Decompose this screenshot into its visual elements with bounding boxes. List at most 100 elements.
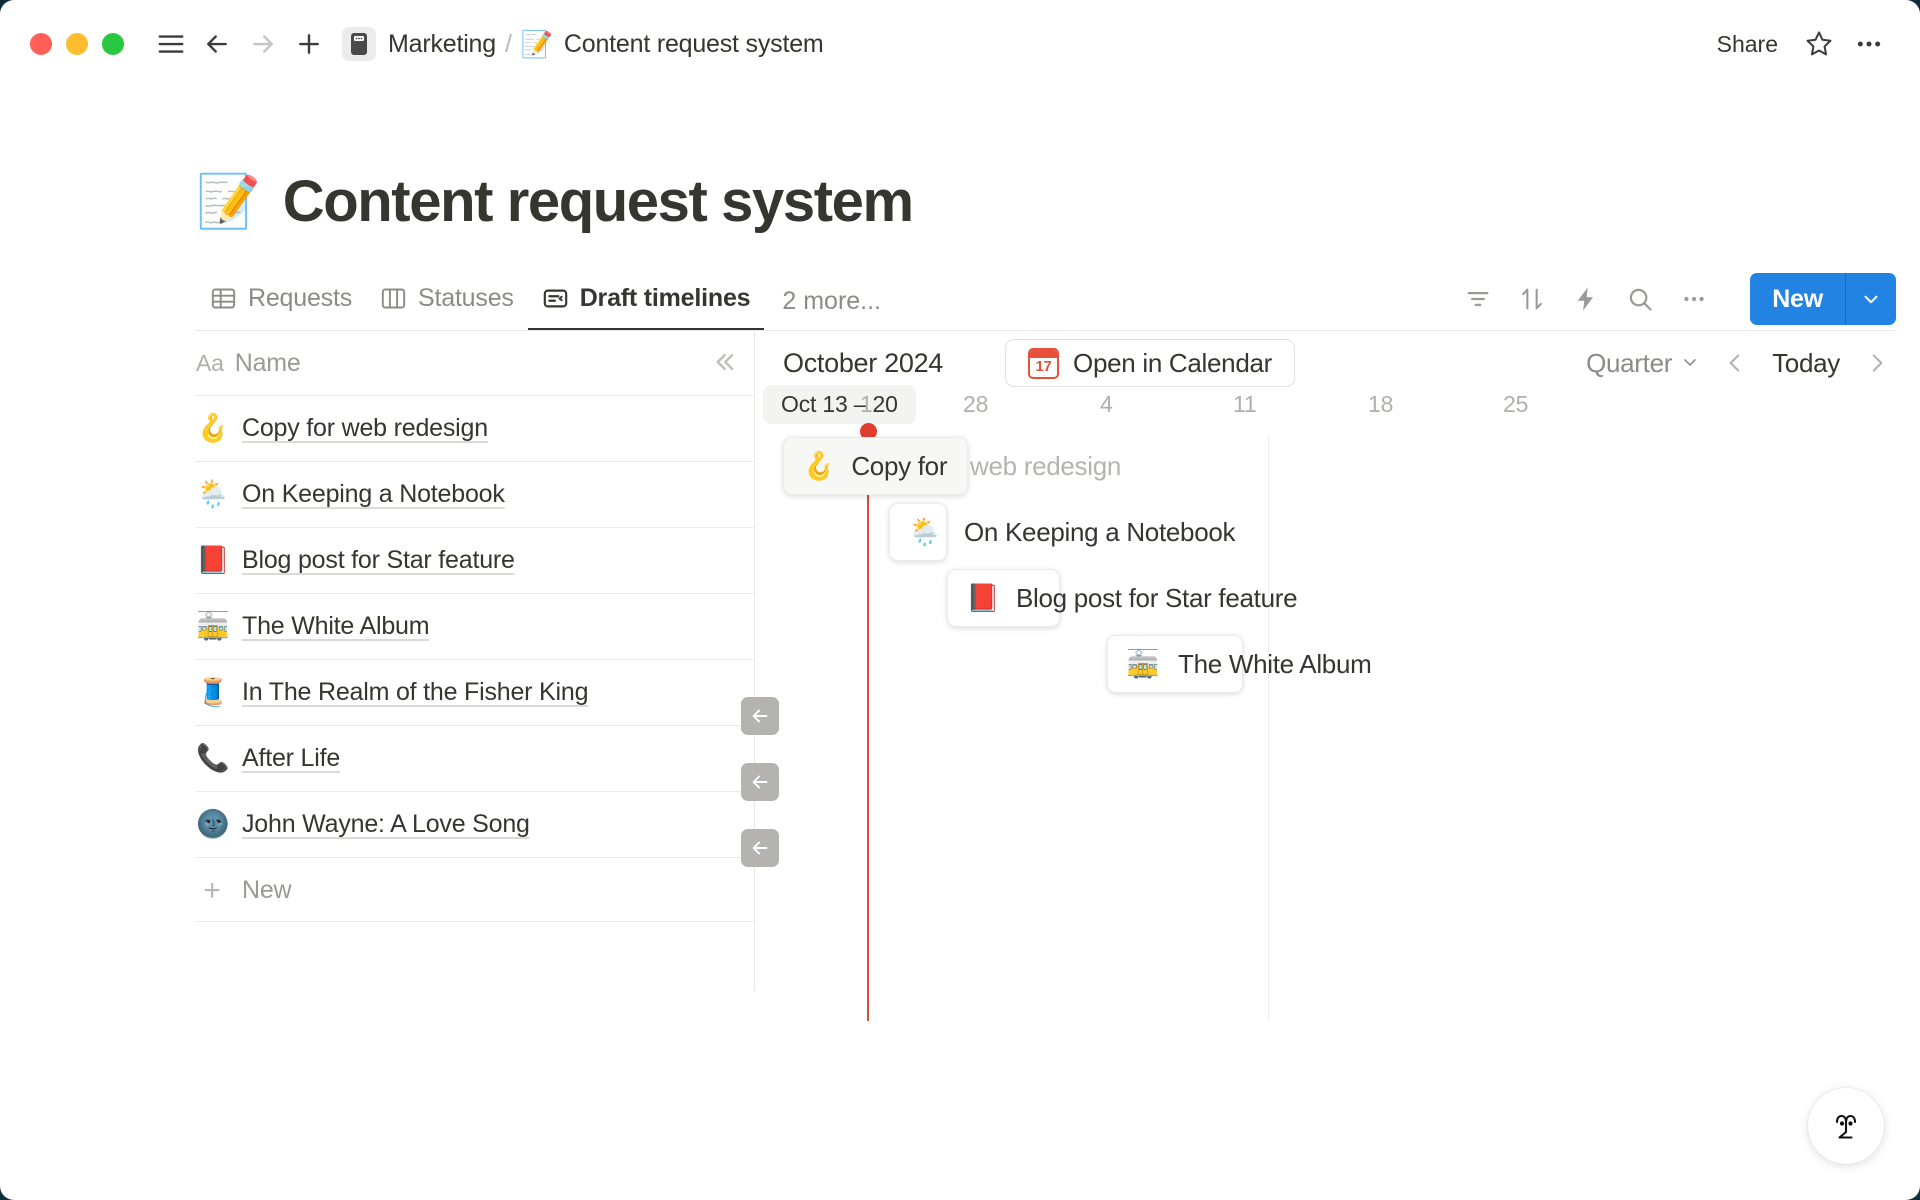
tab-label: Statuses: [418, 284, 514, 312]
close-window-button[interactable]: [30, 33, 52, 55]
list-item[interactable]: 🧵 In The Realm of the Fisher King: [196, 659, 754, 725]
breadcrumb-separator: /: [504, 29, 512, 58]
today-button[interactable]: Today: [1772, 347, 1840, 378]
tabs-more-button[interactable]: 2 more...: [782, 287, 882, 315]
chevrons-left-icon[interactable]: [694, 337, 754, 387]
hamburger-icon[interactable]: [148, 21, 194, 67]
breadcrumb-parent[interactable]: Marketing: [388, 29, 496, 58]
tab-label: Requests: [248, 284, 353, 312]
row-name[interactable]: On Keeping a Notebook: [242, 480, 505, 508]
chevron-down-icon[interactable]: [1846, 273, 1896, 325]
star-icon[interactable]: [1796, 21, 1842, 67]
arrow-left-icon: [752, 709, 768, 723]
list-item[interactable]: 🪝 Copy for web redesign: [196, 395, 754, 461]
search-icon[interactable]: [1618, 277, 1662, 321]
view-tabs-bar: Requests Statuses: [196, 272, 1896, 331]
row-emoji: 🌚: [196, 809, 230, 839]
arrow-left-icon: [752, 775, 768, 789]
breadcrumb-current[interactable]: Content request system: [563, 29, 824, 58]
bar-emoji: 🪝: [802, 450, 836, 481]
table-icon: [210, 285, 237, 312]
row-name[interactable]: After Life: [242, 744, 341, 772]
ruler-tick-current[interactable]: Oct 13 – 20: [763, 385, 916, 424]
chevron-right-icon[interactable]: [1856, 342, 1898, 384]
timeline-bar[interactable]: 🌦️ On Keeping a Notebook: [889, 503, 1236, 561]
page-header: 📝 Content request system: [196, 168, 914, 235]
row-emoji: 🪝: [196, 413, 230, 443]
window-titlebar: Marketing / 📝 Content request system Sha…: [0, 0, 1920, 88]
pane-divider[interactable]: [754, 331, 755, 991]
text-property-icon: Aa: [196, 349, 224, 376]
row-emoji: 🧵: [196, 677, 230, 707]
list-item[interactable]: 📞 After Life: [196, 725, 754, 791]
add-new-row-button[interactable]: + New: [196, 857, 754, 923]
row-emoji: 📞: [196, 743, 230, 773]
timeline-bar[interactable]: 🪝 Copy for: [783, 437, 968, 495]
name-column-header[interactable]: Aa Name: [196, 331, 754, 395]
row-name[interactable]: Blog post for Star feature: [242, 546, 515, 574]
notion-ai-button[interactable]: [1808, 1088, 1884, 1164]
today-marker-dot: [860, 423, 877, 440]
calendar-day-number: 17: [1035, 357, 1052, 375]
row-emoji: 🚋: [196, 611, 230, 641]
scroll-to-item-button[interactable]: [741, 697, 779, 735]
timeline-bar[interactable]: 🚋 The White Album: [1107, 635, 1372, 693]
timeline-bar[interactable]: 📕 Blog post for Star feature: [947, 569, 1298, 627]
today-line: [867, 435, 869, 1021]
bar-emoji: 📕: [966, 582, 1000, 613]
list-item[interactable]: 📕 Blog post for Star feature: [196, 527, 754, 593]
automation-icon[interactable]: [1564, 277, 1608, 321]
ruler-tick: 18: [1368, 391, 1394, 417]
share-button[interactable]: Share: [1716, 30, 1778, 57]
scroll-to-item-button[interactable]: [741, 763, 779, 801]
filter-icon[interactable]: [1456, 277, 1500, 321]
plus-icon[interactable]: [286, 21, 332, 67]
open-in-calendar-label: Open in Calendar: [1073, 347, 1273, 378]
timeline-header: October 2024 17 Open in Calendar Quarter: [755, 331, 1920, 395]
bar-label: The White Album: [1178, 648, 1372, 679]
row-name[interactable]: The White Album: [242, 612, 430, 640]
minimize-window-button[interactable]: [66, 33, 88, 55]
new-button[interactable]: New: [1772, 284, 1823, 313]
row-name[interactable]: In The Realm of the Fisher King: [242, 678, 589, 706]
row-emoji: 🌦️: [196, 479, 230, 509]
sort-icon[interactable]: [1510, 277, 1554, 321]
list-item[interactable]: 🚋 The White Album: [196, 593, 754, 659]
notion-ai-face-icon: [1835, 1114, 1857, 1139]
list-item[interactable]: 🌚 John Wayne: A Love Song: [196, 791, 754, 857]
chevron-down-icon: [1680, 348, 1700, 379]
page-emoji[interactable]: 📝: [196, 172, 261, 231]
name-column-label: Name: [234, 348, 301, 377]
arrow-left-icon: [752, 841, 768, 855]
arrow-right-icon[interactable]: [240, 21, 286, 67]
tab-draft-timelines[interactable]: Draft timelines: [527, 284, 765, 331]
list-bottom-divider: [196, 921, 754, 922]
arrow-left-icon[interactable]: [194, 21, 240, 67]
timeline-date-ruler: Oct 13 – 20 1 28 4 11 18 25: [755, 385, 1920, 435]
traffic-lights: [30, 33, 124, 55]
ruler-tick: 25: [1503, 391, 1529, 417]
maximize-window-button[interactable]: [102, 33, 124, 55]
timeline-name-pane: Aa Name 🪝 Copy for web redesign 🌦️ On Ke…: [196, 331, 754, 1051]
list-item[interactable]: 🌦️ On Keeping a Notebook: [196, 461, 754, 527]
ellipsis-icon[interactable]: [1846, 21, 1892, 67]
database-icon[interactable]: [342, 27, 376, 61]
timeline-month-label: October 2024: [783, 347, 944, 378]
tab-statuses[interactable]: Statuses: [366, 284, 528, 331]
view-toolbar: New: [1456, 273, 1896, 331]
row-name[interactable]: Copy for web redesign: [242, 414, 488, 442]
chevron-left-icon[interactable]: [1714, 342, 1756, 384]
board-icon: [380, 285, 407, 312]
more-icon[interactable]: [1672, 277, 1716, 321]
timeline-range-label: Quarter: [1586, 347, 1673, 378]
open-in-calendar-button[interactable]: 17 Open in Calendar: [1005, 339, 1296, 387]
scroll-to-item-button[interactable]: [741, 829, 779, 867]
new-button-divider: [1845, 273, 1846, 325]
page-title[interactable]: Content request system: [282, 169, 914, 234]
timeline-range-select[interactable]: Quarter: [1578, 342, 1708, 385]
add-new-row-label: New: [242, 876, 292, 904]
tab-requests[interactable]: Requests: [196, 284, 366, 331]
row-emoji: 📕: [196, 545, 230, 575]
row-name[interactable]: John Wayne: A Love Song: [242, 810, 530, 838]
